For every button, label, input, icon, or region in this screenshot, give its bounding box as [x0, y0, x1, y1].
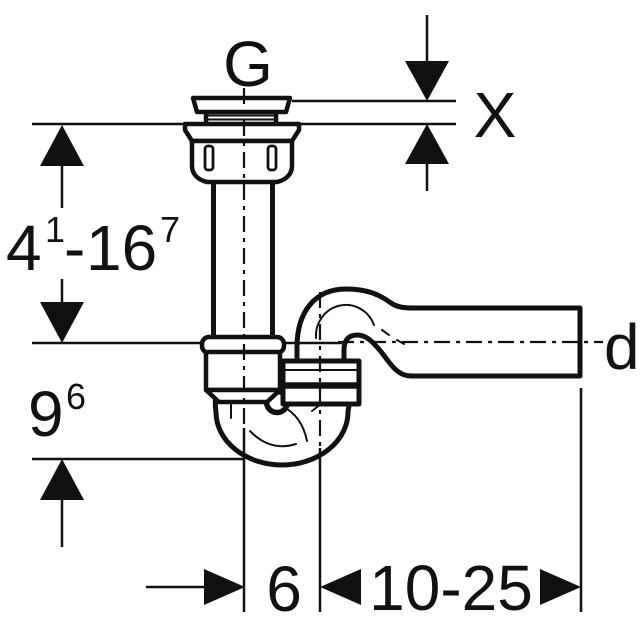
dimension-bottom: 6 10-25 [146, 552, 581, 625]
arrowhead-up-icon [40, 125, 84, 166]
height-dimension-label: 4 [6, 212, 42, 284]
depth-dimension-label: 9 [28, 378, 64, 450]
center-lines [242, 88, 603, 448]
outlet-length-dimension-label: 10-25 [369, 552, 533, 624]
arrowhead-right-icon [540, 569, 581, 605]
height-dimension-separator: - [64, 212, 85, 284]
inlet-nut-chamfer [203, 387, 283, 405]
valve-collar [182, 121, 302, 144]
bend-inner-dash-2 [396, 339, 405, 345]
bend-inner-arc [314, 304, 375, 339]
arrowhead-up-icon [405, 124, 449, 164]
height-dimension-note-2: 7 [160, 209, 180, 250]
height-dimension-label-2: 16 [86, 212, 157, 284]
outlet-bend-outline [294, 286, 583, 379]
dimension-depth: 9 6 [28, 376, 86, 547]
trap-bowl-outline [212, 389, 353, 468]
thread-size-label: G [223, 28, 273, 100]
drain-valve [182, 95, 302, 185]
arrowhead-down-icon [405, 61, 449, 101]
dimension-clamping: X [405, 15, 516, 191]
depth-dimension-note: 6 [66, 376, 86, 417]
height-dimension-note: 1 [45, 209, 65, 250]
offset-dimension-label: 6 [266, 553, 302, 625]
valve-top-flange [190, 95, 293, 115]
bowl-inner-arc-lower [249, 430, 297, 448]
valve-slot-right [266, 144, 278, 172]
arrowhead-left-icon [320, 569, 361, 605]
clamping-range-label: X [474, 79, 517, 151]
outlet-bend-pipe [294, 286, 583, 379]
valve-slot-left [203, 144, 215, 172]
arrowhead-right-icon [204, 569, 245, 605]
bend-inner-dash-1 [381, 329, 390, 336]
arrowhead-down-icon [40, 302, 84, 343]
dimension-height: 4 1 - 16 7 [6, 125, 180, 343]
pipe-diameter-label: d [604, 311, 640, 383]
arrowhead-up-icon [40, 459, 84, 500]
